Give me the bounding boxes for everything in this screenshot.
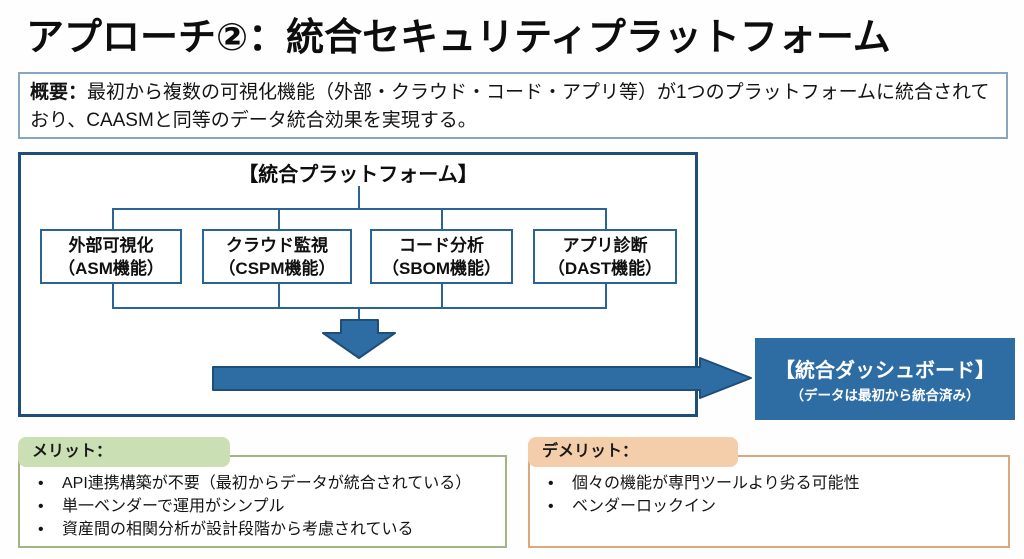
module-name: アプリ診断 — [562, 235, 648, 255]
connector-top-bus — [112, 208, 607, 210]
connector-drop-1 — [112, 208, 114, 230]
module-box-cspm: クラウド監視 （CSPM機能） — [202, 229, 352, 284]
connector-center-stub — [358, 307, 360, 321]
demerit-panel: • 個々の機能が専門ツールより劣る可能性 • ベンダーロックイン — [528, 455, 1010, 548]
module-function: （DAST機能） — [547, 258, 663, 278]
overview-box: 概要：最初から複数の可視化機能（外部・クラウド・コード・アプリ等）が1つのプラッ… — [18, 72, 1008, 139]
module-name: コード分析 — [399, 235, 484, 255]
bullet-icon: • — [38, 521, 44, 538]
connector-trunk — [358, 186, 360, 209]
bullet-icon: • — [548, 475, 554, 492]
demerit-item-text: 個々の機能が専門ツールより劣る可能性 — [572, 475, 860, 492]
dashboard-box: 【統合ダッシュボード】 （データは最初から統合済み） — [755, 338, 1015, 420]
overview-label: 概要： — [30, 82, 88, 103]
connector-rise-2 — [278, 284, 280, 308]
dashboard-subtitle: （データは最初から統合済み） — [790, 388, 980, 403]
connector-rise-1 — [112, 284, 114, 308]
module-function: （ASM機能） — [58, 258, 164, 278]
demerit-header-tab: デメリット： — [528, 437, 738, 467]
connector-rise-3 — [441, 284, 443, 308]
module-box-sbom: コード分析 （SBOM機能） — [370, 229, 513, 284]
overview-text: 最初から複数の可視化機能（外部・クラウド・コード・アプリ等）が1つのプラットフォ… — [30, 82, 990, 131]
platform-title: 【統合プラットフォーム】 — [238, 164, 478, 186]
module-function: （SBOM機能） — [382, 258, 501, 278]
bullet-icon: • — [38, 475, 44, 492]
connector-rise-4 — [605, 284, 607, 308]
bullet-icon: • — [38, 498, 44, 515]
merit-item-text: 単一ベンダーで運用がシンプル — [62, 498, 285, 515]
merit-item: • API連携構築が不要（最初からデータが統合されている） — [34, 472, 495, 495]
connector-drop-2 — [278, 208, 280, 230]
demerit-item: • 個々の機能が専門ツールより劣る可能性 — [544, 472, 998, 495]
right-arrow-icon — [212, 357, 752, 399]
module-box-dast: アプリ診断 （DAST機能） — [533, 229, 677, 284]
page-title: アプローチ②：統合セキュリティプラットフォーム — [26, 17, 891, 59]
demerit-item-text: ベンダーロックイン — [572, 498, 717, 515]
module-box-asm: 外部可視化 （ASM機能） — [40, 229, 182, 284]
connector-drop-4 — [605, 208, 607, 230]
merit-header-tab: メリット： — [18, 437, 230, 467]
dashboard-title: 【統合ダッシュボード】 — [775, 360, 995, 382]
merit-item: • 単一ベンダーで運用がシンプル — [34, 495, 495, 518]
merit-panel: • API連携構築が不要（最初からデータが統合されている） • 単一ベンダーで運… — [18, 455, 507, 548]
demerit-item: • ベンダーロックイン — [544, 495, 998, 518]
connector-drop-3 — [441, 208, 443, 230]
module-name: 外部可視化 — [68, 235, 154, 255]
module-name: クラウド監視 — [226, 235, 328, 255]
bullet-icon: • — [548, 498, 554, 515]
merit-item-text: API連携構築が不要（最初からデータが統合されている） — [62, 475, 472, 492]
platform-box: 【統合プラットフォーム】 外部可視化 （ASM機能） クラウド監視 （CSPM機… — [18, 152, 698, 417]
module-function: （CSPM機能） — [218, 258, 336, 278]
merit-item-text: 資産間の相関分析が設計段階から考慮されている — [62, 521, 414, 538]
merit-item: • 資産間の相関分析が設計段階から考慮されている — [34, 518, 495, 541]
down-arrow-icon — [322, 319, 396, 359]
